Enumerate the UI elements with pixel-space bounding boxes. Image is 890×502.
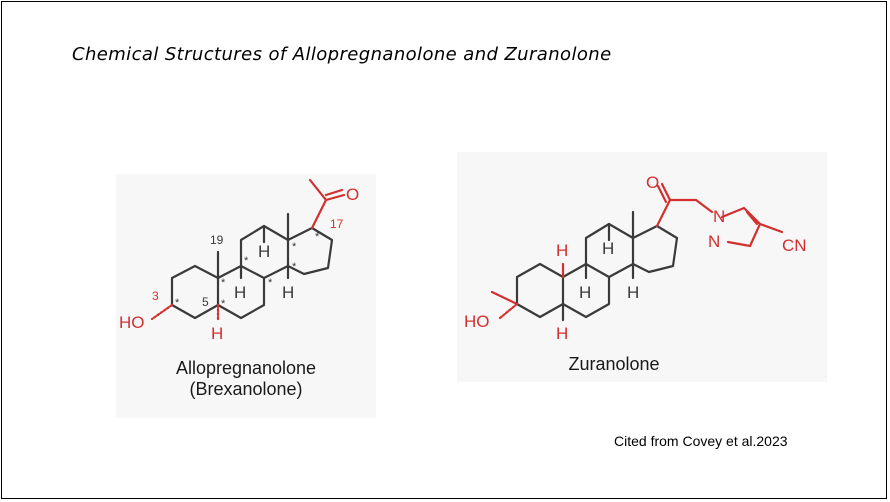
allo-star: * [221,298,226,310]
allo-h-14: H [282,283,294,302]
allo-star: * [268,277,273,289]
zura-h-14: H [627,283,639,302]
allo-star: * [292,241,297,253]
allo-star: * [221,277,226,289]
allo-label-5: 5 [202,295,209,309]
zura-h-10: H [556,241,568,260]
zura-n2: N [708,232,720,251]
zura-ketone-o: O [646,173,659,192]
zuranolone-structure: O HO H H H H H N N CN Zuranolone [464,173,807,374]
allo-label-3: 3 [152,289,159,303]
zura-h-8: H [579,283,591,302]
zura-name: Zuranolone [568,354,659,374]
zura-h-5: H [556,324,568,343]
allo-alt-name: (Brexanolone) [189,379,302,399]
zura-ho: HO [464,312,490,331]
zura-cn: CN [782,236,807,255]
allo-h-8: H [234,283,246,302]
allo-star: * [244,255,249,267]
zura-n1: N [713,207,725,226]
allopregnanolone-panel [116,174,376,418]
allo-ketone-o: O [346,185,359,204]
allopregnanolone-structure: O HO H H H H 3 5 17 19 * * * * * * * * A… [119,178,359,399]
allo-ho: HO [119,313,145,332]
slide-title: Chemical Structures of Allopregnanolone … [72,44,612,65]
allo-label-17: 17 [330,217,344,231]
zura-h-9: H [602,239,614,258]
allo-label-19: 19 [210,233,224,247]
allo-name: Allopregnanolone [176,358,316,378]
allo-star: * [315,231,320,243]
allo-h-5: H [211,324,223,343]
allo-star: * [175,297,180,309]
zuranolone-panel [457,152,827,382]
allo-star: * [292,261,297,273]
citation: Cited from Covey et al.2023 [614,433,788,449]
allo-h-9: H [258,242,270,261]
